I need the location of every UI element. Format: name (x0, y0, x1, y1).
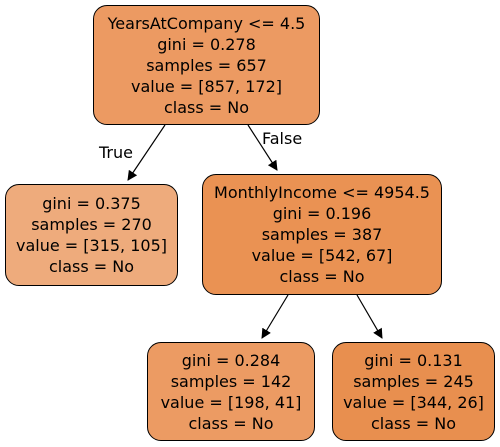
node-gini: gini = 0.375 (42, 194, 141, 213)
node-value: value = [857, 172] (130, 76, 282, 96)
edge-label-true: True (99, 143, 133, 162)
node-gini: gini = 0.278 (157, 34, 256, 54)
node-value: value = [315, 105] (15, 236, 167, 255)
node-value: value = [344, 26] (343, 392, 484, 412)
node-gini: gini = 0.131 (364, 350, 463, 370)
node-samples: samples = 245 (353, 371, 474, 391)
tree-node-left-leaf: gini = 0.375 samples = 270 value = [315,… (5, 184, 178, 286)
edge-root-to-left (127, 124, 166, 181)
node-samples: samples = 270 (31, 215, 152, 234)
tree-node-root: YearsAtCompany <= 4.5 gini = 0.278 sampl… (93, 5, 320, 125)
node-condition: YearsAtCompany <= 4.5 (107, 13, 306, 33)
node-class: class = No (188, 413, 274, 433)
tree-node-right-right-leaf: gini = 0.131 samples = 245 value = [344,… (332, 342, 495, 441)
node-class: class = No (279, 267, 365, 286)
node-gini: gini = 0.284 (181, 350, 281, 370)
node-class: class = No (370, 413, 457, 433)
tree-node-right-left-leaf: gini = 0.284 samples = 142 value = [198,… (147, 342, 315, 441)
edge-root-to-right (247, 124, 278, 171)
node-samples: samples = 657 (146, 55, 267, 75)
node-samples: samples = 387 (261, 225, 383, 244)
node-gini: gini = 0.196 (272, 204, 372, 223)
edge-right-to-right-left (261, 294, 289, 339)
edge-label-false: False (262, 129, 303, 148)
node-class: class = No (48, 257, 135, 276)
node-samples: samples = 142 (170, 371, 292, 391)
edge-right-to-right-right (356, 294, 383, 339)
node-value: value = [542, 67] (251, 246, 393, 265)
node-value: value = [198, 41] (160, 392, 302, 412)
node-class: class = No (163, 97, 250, 117)
node-condition: MonthlyIncome <= 4954.5 (214, 183, 430, 202)
tree-node-right: MonthlyIncome <= 4954.5 gini = 0.196 sam… (202, 174, 442, 295)
